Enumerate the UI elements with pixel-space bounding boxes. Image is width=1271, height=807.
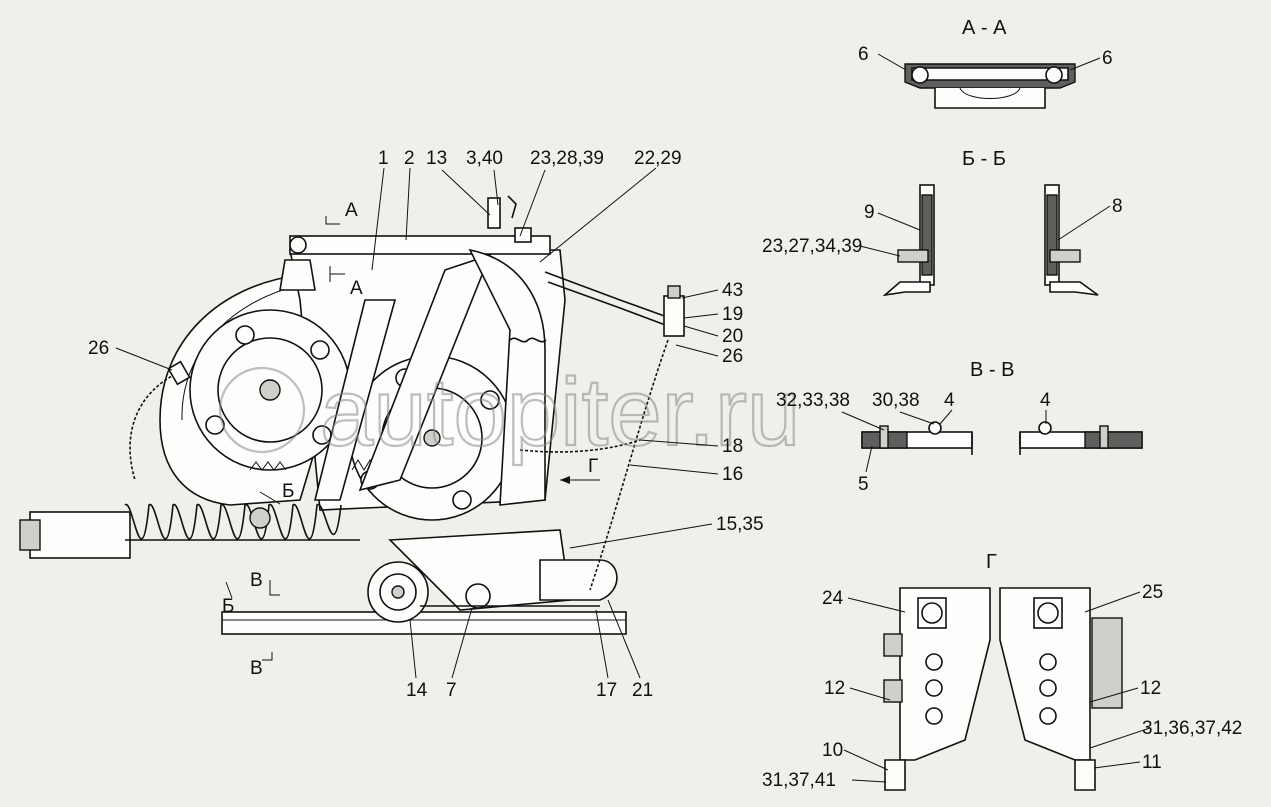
section-b-b [882, 184, 1099, 297]
callout-18: 18 [722, 436, 743, 457]
callout-26-right: 26 [722, 346, 743, 367]
leader-lines [115, 53, 1151, 783]
view-g [883, 587, 1123, 791]
g-callout-12-left: 12 [824, 678, 845, 699]
small-spring [509, 337, 547, 343]
watermark: autopiter.ru [218, 358, 801, 467]
callout-21: 21 [632, 680, 653, 701]
callout-15-35: 15,35 [716, 514, 764, 535]
main-assembly-view [19, 195, 685, 661]
callout-43: 43 [722, 280, 743, 301]
g-callout-11: 11 [1142, 752, 1162, 773]
cut-mark-g: Г [588, 456, 598, 477]
g-callout-25: 25 [1142, 582, 1163, 603]
rod-fitting [663, 295, 685, 337]
base-plate [221, 611, 627, 635]
callout-19: 19 [722, 304, 743, 325]
right-flex-cable [589, 339, 669, 591]
vv-callout-30-38: 30,38 [872, 390, 920, 411]
aa-callout-6-left: 6 [858, 44, 869, 65]
bb-callout-9: 9 [864, 202, 875, 223]
g-callout-12-right: 12 [1140, 678, 1161, 699]
bb-callout-8: 8 [1112, 196, 1123, 217]
cut-mark-b-bottom: Б [222, 596, 234, 617]
callout-2: 2 [404, 148, 415, 169]
view-title-g: Г [986, 551, 997, 573]
cut-lines [225, 216, 600, 661]
main-coil-spring [19, 503, 360, 559]
g-callout-10: 10 [822, 740, 843, 761]
g-callout-24: 24 [822, 588, 844, 609]
section-title-a-a: А - А [962, 17, 1007, 39]
callout-16: 16 [722, 464, 743, 485]
callout-20: 20 [722, 326, 743, 347]
bb-callout-23-27-34-39: 23,27,34,39 [762, 236, 862, 257]
callout-17: 17 [596, 680, 617, 701]
cut-mark-v-top: В [250, 570, 263, 591]
section-a-a [904, 63, 1076, 109]
cut-mark-a-top: А [345, 200, 358, 221]
cut-mark-b-top: Б [282, 481, 294, 502]
right-cover [468, 248, 546, 506]
left-flex-cable [129, 371, 181, 481]
vv-callout-4-b: 4 [1040, 390, 1051, 411]
section-v-v [861, 421, 1143, 455]
section-title-v-v: В - В [970, 359, 1014, 381]
watermark-text: autopiter.ru [320, 359, 800, 466]
cut-mark-a-bottom: А [350, 278, 363, 299]
vv-callout-32-33-38: 32,33,38 [776, 390, 850, 411]
callout-22-29: 22,29 [634, 148, 682, 169]
aa-callout-6-right: 6 [1102, 48, 1113, 69]
callout-26-left: 26 [88, 338, 109, 359]
section-title-b-b: Б - Б [962, 148, 1006, 170]
callout-7: 7 [446, 680, 457, 701]
top-lever-bar [289, 235, 551, 255]
vv-callout-5: 5 [858, 474, 869, 495]
callout-3-40: 3,40 [466, 148, 503, 169]
callout-23-28-39: 23,28,39 [530, 148, 604, 169]
callout-1: 1 [378, 148, 389, 169]
cut-mark-v-bottom: В [250, 658, 263, 679]
control-rod [544, 271, 671, 319]
callout-13: 13 [426, 148, 447, 169]
callout-14: 14 [406, 680, 428, 701]
g-callout-31-37-41: 31,37,41 [762, 770, 836, 791]
diagonal-plate [313, 299, 397, 501]
vv-callout-4-a: 4 [944, 390, 955, 411]
g-callout-31-36-37-42: 31,36,37,42 [1142, 718, 1242, 739]
